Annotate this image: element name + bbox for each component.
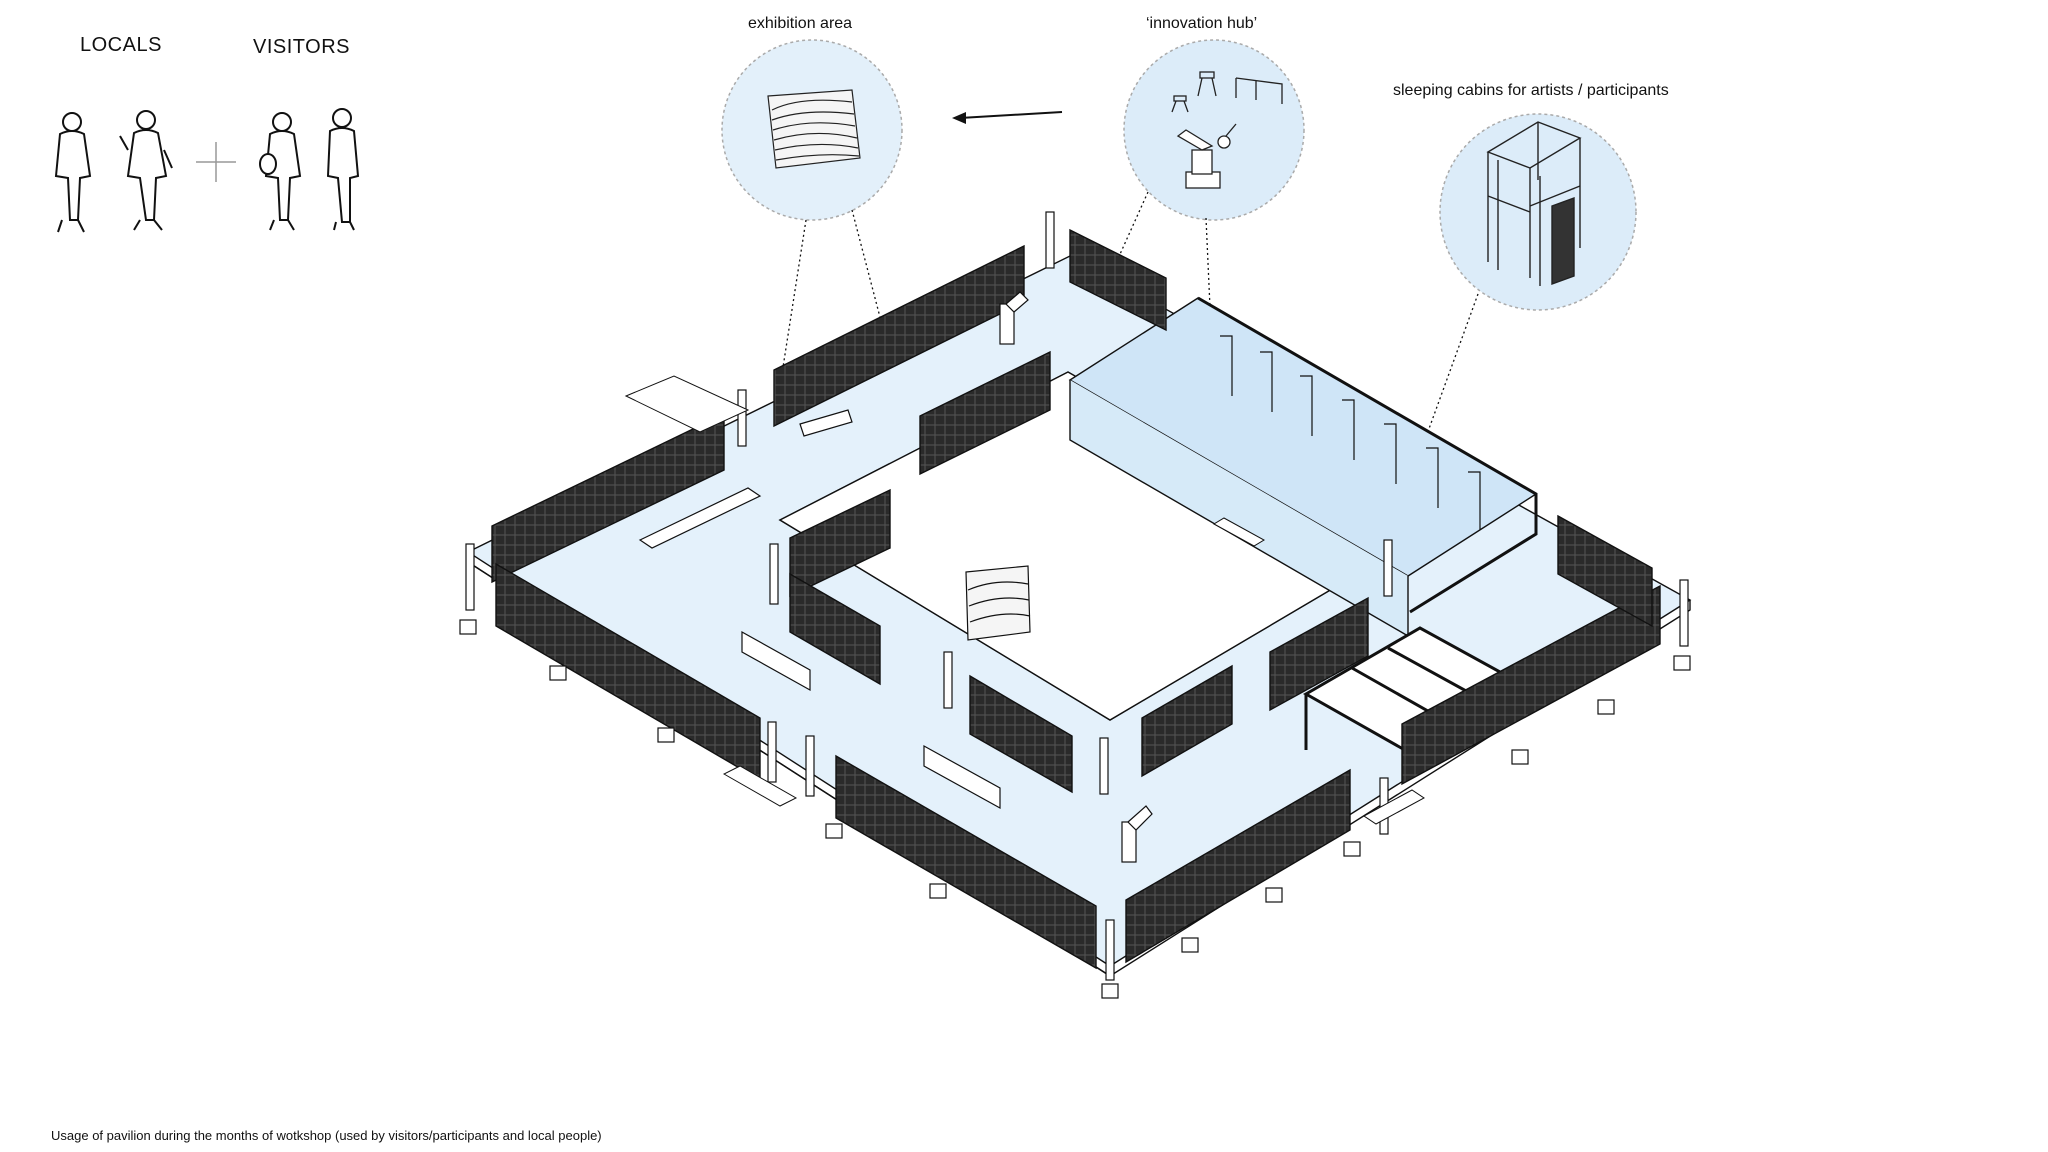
stool-icon bbox=[1171, 71, 1217, 113]
table-icon bbox=[1235, 77, 1283, 104]
diagram-caption: Usage of pavilion during the months of w… bbox=[51, 1128, 602, 1143]
robot-arm-floor-icon bbox=[999, 291, 1029, 345]
local-person-1-icon bbox=[54, 112, 92, 233]
local-person-2-icon bbox=[119, 110, 173, 231]
timber-cabin-icon bbox=[1486, 121, 1582, 286]
plus-icon bbox=[196, 142, 236, 182]
wall-panels-inner bbox=[789, 350, 1369, 794]
arrow-icon bbox=[952, 111, 1063, 124]
visitor-person-1-icon bbox=[259, 112, 302, 231]
entrance-canopy bbox=[624, 375, 750, 433]
columns bbox=[465, 211, 1689, 981]
wall-panels-right bbox=[1557, 514, 1653, 628]
people-legend bbox=[54, 108, 360, 233]
floor-sculpture-icon bbox=[965, 565, 1031, 641]
wall-panels-bottom-right bbox=[1125, 584, 1661, 964]
visitors-label: VISITORS bbox=[253, 36, 350, 58]
interior-objects bbox=[638, 291, 1153, 863]
innovation-hub-bubble bbox=[1123, 39, 1305, 221]
exhibition-area-bubble bbox=[721, 39, 903, 221]
footings bbox=[459, 619, 1691, 999]
entry-steps bbox=[722, 517, 1425, 825]
pavilion bbox=[459, 211, 1692, 999]
exhibition-area-label: exhibition area bbox=[748, 15, 853, 32]
visitor-person-2-icon bbox=[326, 108, 360, 231]
wall-panels-top-left bbox=[491, 228, 1167, 584]
wave-sculpture-icon bbox=[767, 89, 861, 169]
locals-label: LOCALS bbox=[80, 34, 162, 56]
sleeping-cabins-bubble bbox=[1439, 113, 1637, 311]
robot-arm-floor-2-icon bbox=[1121, 805, 1153, 863]
sleeping-cabins-label: sleeping cabins for artists / participan… bbox=[1393, 82, 1669, 99]
innovation-hub-label: ‘innovation hub’ bbox=[1146, 15, 1258, 32]
robot-arm-icon bbox=[1176, 123, 1237, 189]
sleeping-cabins-row bbox=[1220, 335, 1481, 530]
